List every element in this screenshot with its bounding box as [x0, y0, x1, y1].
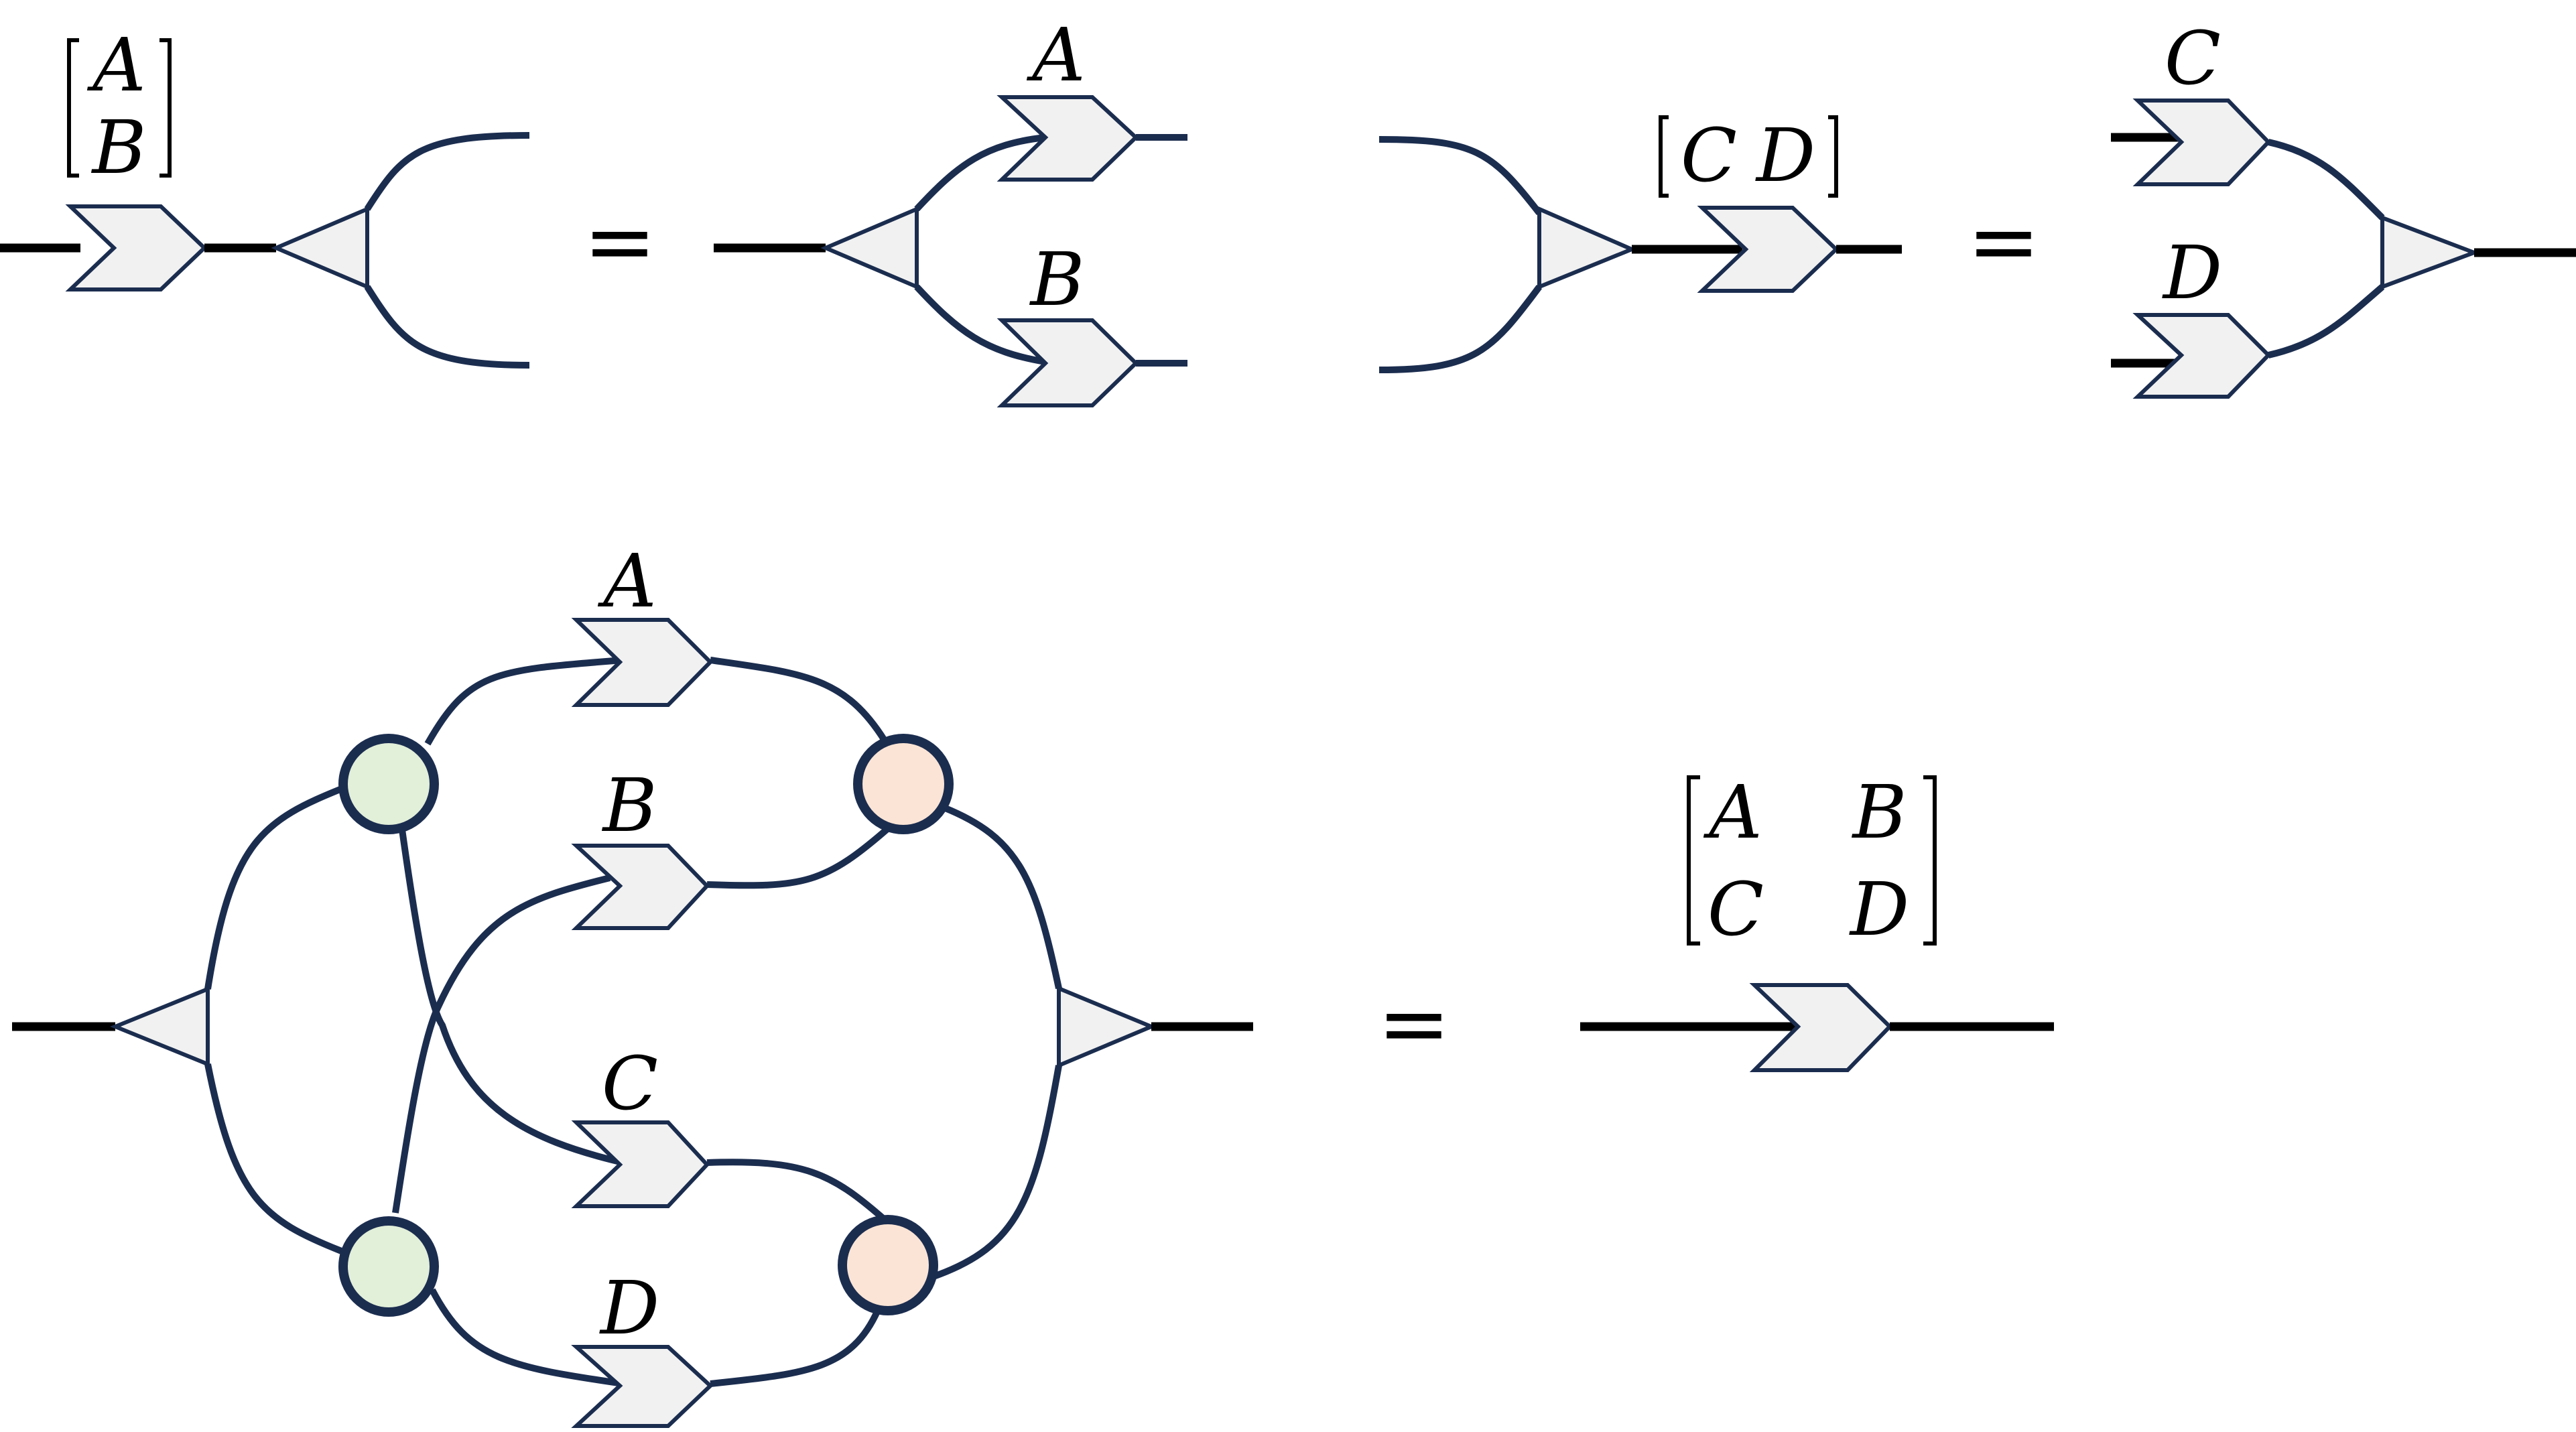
- right-bracket: [1923, 775, 1937, 946]
- split-triangle: [271, 206, 369, 290]
- path-wire: [429, 1288, 624, 1387]
- equals-sign: =: [1968, 190, 2041, 292]
- path-label-A: A: [597, 538, 656, 624]
- matrix-cell-D: D: [1849, 866, 1909, 952]
- matrix-cell-C: C: [1708, 866, 1764, 952]
- branch-wire: [364, 132, 530, 211]
- row-vector-bracket: C D: [1659, 113, 1838, 198]
- equals-sign: =: [1378, 972, 1451, 1074]
- matrix-cell-A: A: [1703, 769, 1762, 855]
- eq3-lhs: A B C D: [12, 538, 1253, 1428]
- block-matrix-box: [1749, 983, 1893, 1072]
- branch-wire: [932, 1065, 1062, 1280]
- path-wire: [710, 657, 888, 742]
- matrix-box-D: [571, 1345, 714, 1428]
- branch-wire: [1378, 285, 1543, 373]
- path-wire: [706, 823, 894, 889]
- path-wire: [424, 657, 624, 746]
- split-triangle: [820, 206, 919, 290]
- eq2-lhs: C D: [1378, 113, 1902, 373]
- matrix-box-C: [571, 1120, 710, 1208]
- eq2-rhs: C D: [2111, 15, 2576, 399]
- left-bracket: [67, 38, 79, 178]
- path-wire: [706, 1159, 887, 1222]
- path-label-D: D: [599, 1265, 659, 1351]
- add-node: [838, 1215, 938, 1315]
- branch-wire: [204, 1063, 344, 1255]
- matrix-box-B: [996, 318, 1139, 407]
- branch-wire: [914, 284, 1046, 365]
- path-wire: [399, 829, 625, 1166]
- row-label-left: C: [1681, 113, 1737, 198]
- merge-triangle: [1057, 985, 1157, 1069]
- label-A: A: [1026, 12, 1085, 98]
- path-label-C: C: [602, 1041, 658, 1126]
- left-bracket: [1687, 775, 1700, 946]
- eq1-lhs: A B: [0, 22, 530, 369]
- label-C: C: [2165, 15, 2221, 101]
- branch-wire: [204, 784, 346, 990]
- matrix-box-D: [2132, 313, 2272, 399]
- add-node: [853, 734, 954, 834]
- copy-node: [338, 734, 439, 834]
- branch-wire: [2267, 284, 2385, 359]
- path-label-B: B: [602, 763, 657, 848]
- block-matrix-bracket: A B C D: [1687, 769, 1937, 952]
- branch-wire: [364, 285, 530, 369]
- stacked-vector-bracket: A B: [67, 22, 172, 190]
- path-wire: [710, 1308, 881, 1387]
- right-bracket: [1828, 115, 1838, 198]
- left-bracket: [1659, 115, 1669, 198]
- label-D: D: [2162, 230, 2222, 316]
- matrix-box-stacked: [65, 204, 208, 291]
- copy-node: [338, 1216, 439, 1317]
- stacked-label-top: A: [86, 22, 145, 108]
- matrix-box-A: [571, 618, 714, 707]
- right-bracket: [159, 38, 172, 178]
- split-triangle: [110, 986, 210, 1067]
- branch-wire: [942, 804, 1062, 990]
- merge-triangle: [2380, 214, 2480, 290]
- branch-wire: [914, 134, 1046, 212]
- stacked-label-bottom: B: [91, 105, 147, 190]
- eq1-rhs: A B: [714, 12, 1187, 407]
- eq3-rhs: A B C D: [1580, 769, 2054, 1072]
- path-wire: [392, 874, 611, 1214]
- matrix-box-row: [1697, 206, 1840, 293]
- matrix-box-B: [571, 844, 710, 930]
- label-B: B: [1029, 237, 1085, 322]
- branch-wire: [2267, 139, 2385, 220]
- matrix-box-A: [996, 95, 1139, 182]
- row-label-right: D: [1755, 113, 1815, 198]
- matrix-box-C: [2132, 99, 2272, 186]
- branch-wire: [1378, 136, 1542, 216]
- equals-sign: =: [584, 190, 657, 292]
- merge-triangle: [1537, 206, 1637, 290]
- matrix-cell-B: B: [1852, 769, 1907, 855]
